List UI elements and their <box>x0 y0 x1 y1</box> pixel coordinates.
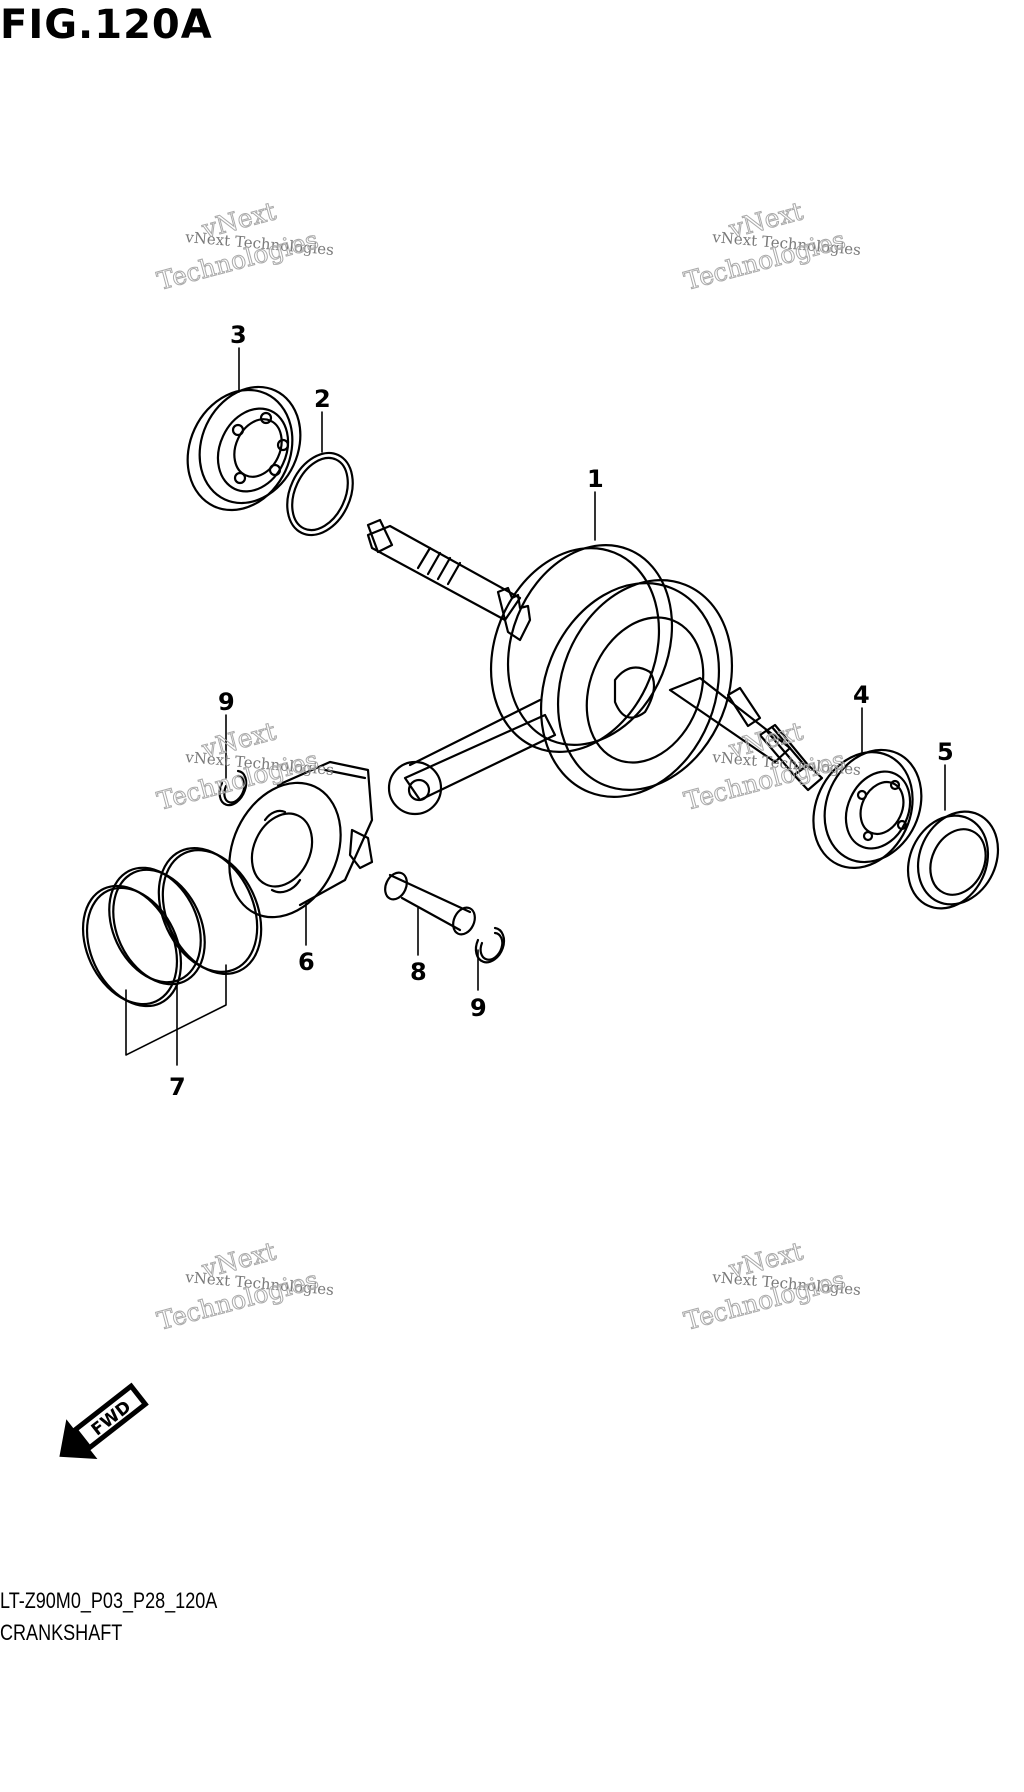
callout-4: 4 <box>853 681 870 709</box>
callout-6: 6 <box>298 948 315 976</box>
callout-7: 7 <box>169 1073 186 1101</box>
figure-title: FIG.120A <box>0 2 213 48</box>
watermark-top-left: vNext Technologies vNext Technologies <box>154 196 335 296</box>
seal-part-5 <box>906 810 1000 910</box>
drawing-code: LT-Z90M0_P03_P28_120A <box>0 1588 218 1613</box>
callout-8: 8 <box>410 958 427 986</box>
callout-9-lower: 9 <box>470 994 487 1022</box>
piston-rings-part-7 <box>81 846 263 1008</box>
crankshaft-part-1 <box>366 518 824 816</box>
watermark-mid-right: vNext Technologies vNext Technologies <box>681 716 862 816</box>
circlip-part-9-upper <box>218 769 248 807</box>
ring-part-2 <box>286 451 354 537</box>
watermark-bottom-left: vNext Technologies vNext Technologies <box>154 1236 335 1336</box>
bearing-part-3 <box>186 385 302 512</box>
watermark-mid-left: vNext Technologies vNext Technologies <box>154 716 335 816</box>
callout-3: 3 <box>230 321 247 349</box>
piston-pin-part-8 <box>384 871 476 936</box>
fwd-arrow-icon: FWD <box>59 1382 149 1460</box>
circlip-part-9-lower <box>474 926 506 964</box>
callout-5: 5 <box>937 738 954 766</box>
watermark-top-right: vNext Technologies vNext Technologies <box>681 196 862 296</box>
bearing-part-4 <box>812 748 923 869</box>
drawing-name: CRANKSHAFT <box>0 1620 123 1645</box>
leader-lines <box>125 347 946 1066</box>
watermark-bottom-right: vNext Technologies vNext Technologies <box>681 1236 862 1336</box>
piston-part-6 <box>228 760 374 919</box>
callout-2: 2 <box>314 385 331 413</box>
callout-1: 1 <box>587 465 604 493</box>
callout-9-upper: 9 <box>218 688 235 716</box>
